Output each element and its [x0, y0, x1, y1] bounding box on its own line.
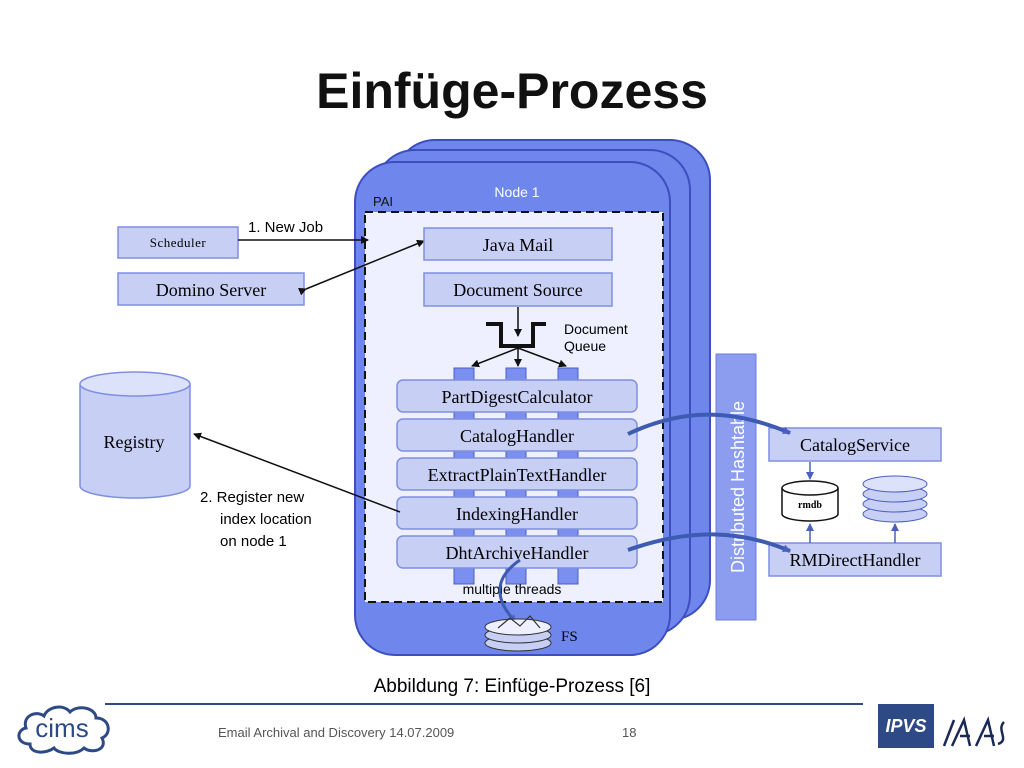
registry-label: Registry: [104, 432, 165, 452]
node-label: Node 1: [494, 184, 539, 200]
java-mail-box: [423, 227, 613, 261]
page-number: 18: [622, 725, 637, 740]
document-queue-label-1: Document: [564, 321, 628, 337]
register-label-2: index location: [220, 511, 312, 528]
rmdb-cylinder-top: [781, 480, 839, 496]
document-queue-shape: [486, 322, 546, 348]
handler-label-2: CatalogHandler: [460, 426, 574, 446]
archive-fs-connector: [498, 558, 521, 624]
registry-cylinder-top: [79, 371, 191, 397]
archive-dht-connector: [627, 532, 791, 553]
distributed-hashtable-bar: [715, 353, 757, 621]
domino-javamail-arrow: [298, 239, 425, 296]
rm-direct-handler-box: [768, 542, 942, 577]
document-source-label: Document Source: [453, 280, 582, 300]
rmdb-cylinder: [781, 488, 839, 522]
domino-server-label: Domino Server: [156, 280, 266, 300]
register-arrow: [193, 432, 401, 513]
handler-box-4: [396, 496, 638, 530]
multiple-threads-label: multiple threads: [463, 581, 562, 597]
ipvs-logo: IPVS: [878, 704, 934, 748]
handler-label-5: DhtArchiveHandler: [446, 543, 589, 563]
catalog-service-label: CatalogService: [800, 435, 910, 455]
document-queue-label-2: Queue: [564, 338, 606, 354]
document-source-box: [423, 272, 613, 307]
fs-storage-icon: [484, 615, 552, 652]
handler-box-2: [396, 418, 638, 452]
cims-logo-text: cims: [35, 713, 88, 743]
cims-logo: cims: [17, 705, 110, 755]
pai-label: PAI: [373, 194, 393, 209]
scheduler-label: Scheduler: [150, 235, 207, 250]
handler-box-5: [396, 535, 638, 569]
footer-divider: [105, 703, 863, 705]
queue-thread-arrow-3: [517, 347, 567, 368]
new-job-label: 1. New Job: [248, 219, 323, 236]
handler-box-3: [396, 457, 638, 491]
handler-label-3: ExtractPlainTextHandler: [428, 465, 607, 485]
slide-title: Einfüge-Prozess: [316, 63, 708, 119]
handler-label-4: IndexingHandler: [456, 504, 578, 524]
rmdb-label: rmdb: [798, 500, 822, 511]
catalog-dht-connector: [627, 412, 791, 436]
rm-direct-handler-label: RMDirectHandler: [790, 550, 921, 570]
queue-thread-arrow-1: [471, 347, 519, 368]
ias-logo: [942, 716, 1006, 747]
scheduler-box: [117, 226, 239, 259]
catalog-service-box: [768, 427, 942, 462]
register-label-3: on node 1: [220, 533, 287, 550]
footer-text: Email Archival and Discovery 14.07.2009: [218, 725, 455, 740]
java-mail-label: Java Mail: [483, 235, 553, 255]
handler-box-1: [396, 379, 638, 413]
domino-server-box: [117, 272, 305, 306]
fs-label: FS: [561, 629, 578, 645]
storage-disks-icon: [862, 475, 928, 523]
distributed-hashtable-label: Distributed Hashtable: [728, 401, 748, 573]
register-label-1: 2. Register new: [200, 489, 304, 506]
registry-cylinder: [79, 384, 191, 499]
handler-label-1: PartDigestCalculator: [442, 387, 593, 407]
figure-caption: Abbildung 7: Einfüge-Prozess [6]: [373, 676, 651, 697]
